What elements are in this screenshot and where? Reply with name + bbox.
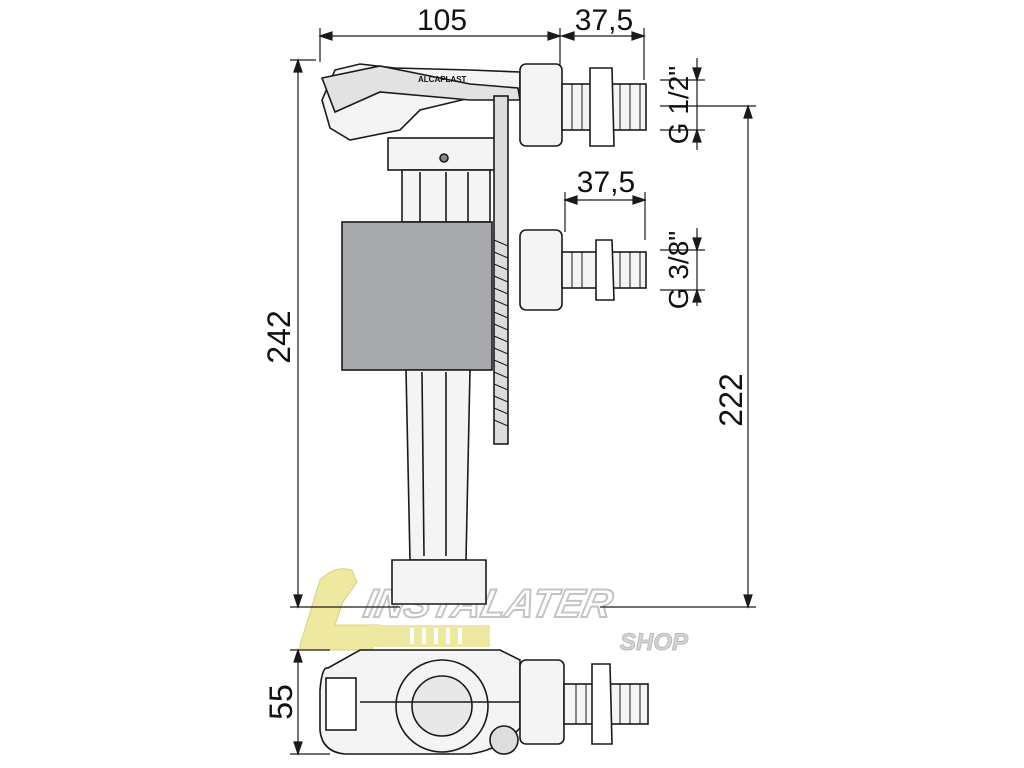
lower-washer bbox=[595, 239, 615, 301]
dim-bottom-height: 55 bbox=[263, 684, 299, 720]
dim-mid-width: 37,5 bbox=[577, 166, 635, 199]
watermark-bar bbox=[370, 625, 490, 647]
dim-top-width-left: 105 bbox=[417, 4, 467, 37]
brand-mark: ALCAPLAST bbox=[418, 75, 467, 84]
top-view-latch bbox=[325, 677, 357, 731]
valve-side-view: ALCAPLAST bbox=[320, 63, 647, 605]
collar-screw bbox=[439, 153, 449, 163]
upper-nut bbox=[519, 63, 563, 147]
top-view-ring-inner bbox=[411, 675, 473, 737]
top-view-washer bbox=[591, 663, 613, 745]
upper-washer bbox=[589, 67, 615, 147]
thread-label-lower: G 3/8" bbox=[663, 231, 694, 309]
top-view-nut bbox=[519, 659, 565, 745]
dimension-lines bbox=[290, 28, 756, 756]
thread-label-upper: G 1/2" bbox=[663, 66, 694, 144]
dim-overall-height: 242 bbox=[261, 310, 297, 363]
adjust-rod bbox=[493, 95, 509, 445]
top-view-knob bbox=[489, 725, 519, 755]
valve-base bbox=[391, 559, 487, 605]
watermark: INSTALATER SHOP bbox=[299, 568, 690, 657]
float-box bbox=[341, 221, 493, 371]
lower-stem bbox=[405, 369, 471, 561]
dim-top-width-right: 37,5 bbox=[575, 4, 633, 37]
watermark-line2: SHOP bbox=[620, 629, 689, 656]
lower-nut bbox=[519, 229, 563, 311]
watermark-teeth bbox=[410, 628, 462, 644]
dim-inlet-height: 222 bbox=[713, 373, 749, 426]
valve-top-view bbox=[319, 649, 649, 755]
